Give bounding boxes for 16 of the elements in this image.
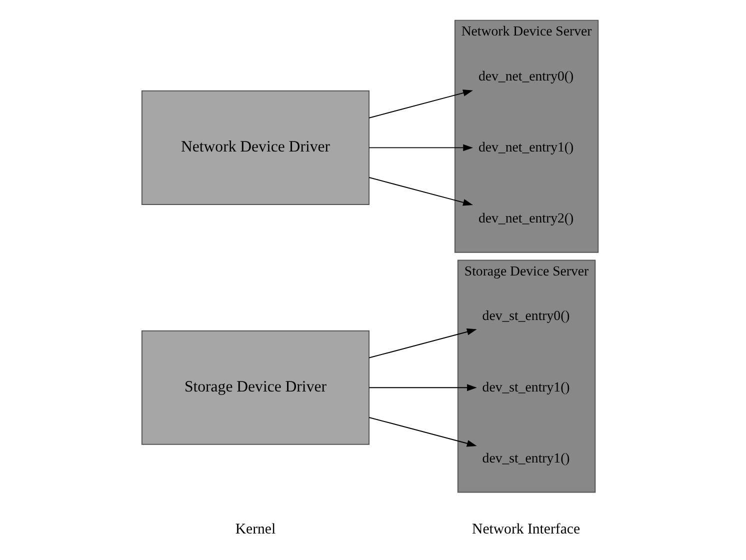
label: Kernel <box>235 521 276 538</box>
arrow <box>368 177 473 206</box>
arrow <box>368 384 477 392</box>
node-text: dev_st_entry1() <box>482 379 570 394</box>
arrow <box>368 416 477 447</box>
node-box: Network Device Driver <box>141 90 370 205</box>
node-text: dev_st_entry0() <box>482 308 570 324</box>
arrow <box>368 328 477 358</box>
label: Network Interface <box>472 521 580 538</box>
node-text: dev_net_entry0() <box>478 68 574 84</box>
node-text: dev_net_entry1() <box>478 139 574 154</box>
node-box: Storage Device Driver <box>141 330 370 445</box>
node-text: dev_st_entry1() <box>482 450 570 466</box>
node-text: dev_net_entry2() <box>478 210 574 226</box>
arrow <box>368 144 474 152</box>
arrow <box>368 90 473 118</box>
